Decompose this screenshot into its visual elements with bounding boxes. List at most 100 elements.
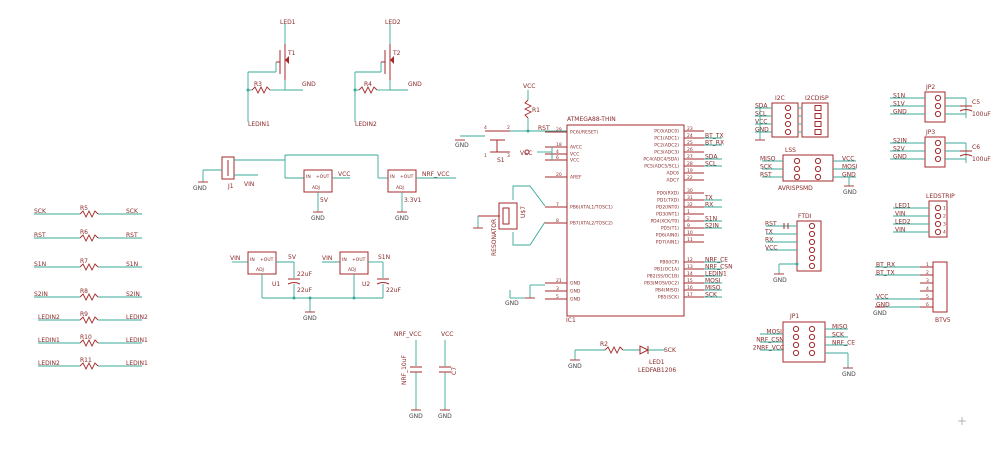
- pin-label: VCC: [570, 152, 579, 158]
- pin-net: SDA: [705, 154, 718, 161]
- vcc-cap[interactable]: VCC GND C7: [438, 331, 458, 420]
- isp-row[interactable]: RST: [760, 172, 822, 181]
- pin-net: NRF_CE: [705, 257, 728, 264]
- mcu-pin-6[interactable]: 6 VCC: [545, 155, 579, 164]
- regulator-u1[interactable]: VIN IN +OUT ADJ 5V U1 22uF 22uF GND: [230, 251, 383, 322]
- bt-row[interactable]: 3: [920, 278, 933, 284]
- jp1-right-row[interactable]: NRF_CE: [825, 340, 855, 347]
- reset-circuit[interactable]: VCC R1 RST GND S1 4 2 1 3: [455, 83, 567, 164]
- i2c-row[interactable]: VCC: [755, 119, 822, 128]
- reg4-in: IN: [342, 257, 347, 263]
- ftdi-row[interactable]: TX: [764, 229, 816, 238]
- isp-row-right[interactable]: VCC: [833, 156, 856, 163]
- pin-number: 6: [556, 155, 559, 161]
- isp-row[interactable]: SCK: [760, 164, 822, 173]
- regulator-5v[interactable]: IN +OUT ADJ VCC GND 5V: [303, 169, 350, 222]
- isp-row-right[interactable]: MOSI: [833, 164, 858, 171]
- jp1-left-row[interactable]: 2NRF_VCC: [753, 345, 784, 352]
- ftdi-row[interactable]: RST: [765, 221, 816, 230]
- bt-row[interactable]: 1BT_RX: [875, 262, 933, 269]
- jp1-right-row[interactable]: SCK: [825, 332, 848, 339]
- bt-row[interactable]: 2BT_TX: [875, 270, 933, 277]
- bt-pin: 6: [926, 302, 929, 308]
- isp-row[interactable]: MISO: [760, 156, 822, 165]
- i2c-row[interactable]: SDA: [755, 103, 822, 112]
- i2c-row[interactable]: SCL: [755, 111, 822, 120]
- ftdi-row[interactable]: VCC: [765, 245, 816, 254]
- bt-row[interactable]: 4: [920, 286, 933, 292]
- regulator-u2[interactable]: VIN IN +OUT ADJ S1N U2 22uF: [322, 251, 401, 300]
- mosfet-t1[interactable]: LED1 T1 GND R3 LEDIN1: [246, 19, 317, 128]
- ftdi-row[interactable]: [808, 262, 816, 270]
- ftdi-row[interactable]: [808, 254, 816, 262]
- jp1-left-row[interactable]: NRF_CSN: [756, 337, 784, 344]
- mosfet-t2[interactable]: LED2 T2 GND R4 LEDIN2: [353, 19, 423, 128]
- jp1-left-row[interactable]: MOSI: [760, 329, 783, 336]
- i2c-row[interactable]: GND: [755, 127, 822, 136]
- regulator-3v3[interactable]: IN +OUT ADJ NRF_VCC GND 3.3V1: [387, 169, 456, 222]
- jp1-right-row[interactable]: MISO: [825, 324, 848, 331]
- isp-row-right[interactable]: GND: [833, 172, 856, 179]
- status-led[interactable]: GND R2 SCK LED1 LEDFAB1206: [568, 341, 677, 374]
- power-jack-j1[interactable]: GND J1 VIN: [193, 154, 388, 192]
- nrf-cap[interactable]: NRF_VCC GND NRF_10uF: [394, 331, 423, 420]
- ftdi-row[interactable]: RX: [765, 237, 816, 246]
- resonator[interactable]: U$7 RESONATOR: [473, 185, 546, 256]
